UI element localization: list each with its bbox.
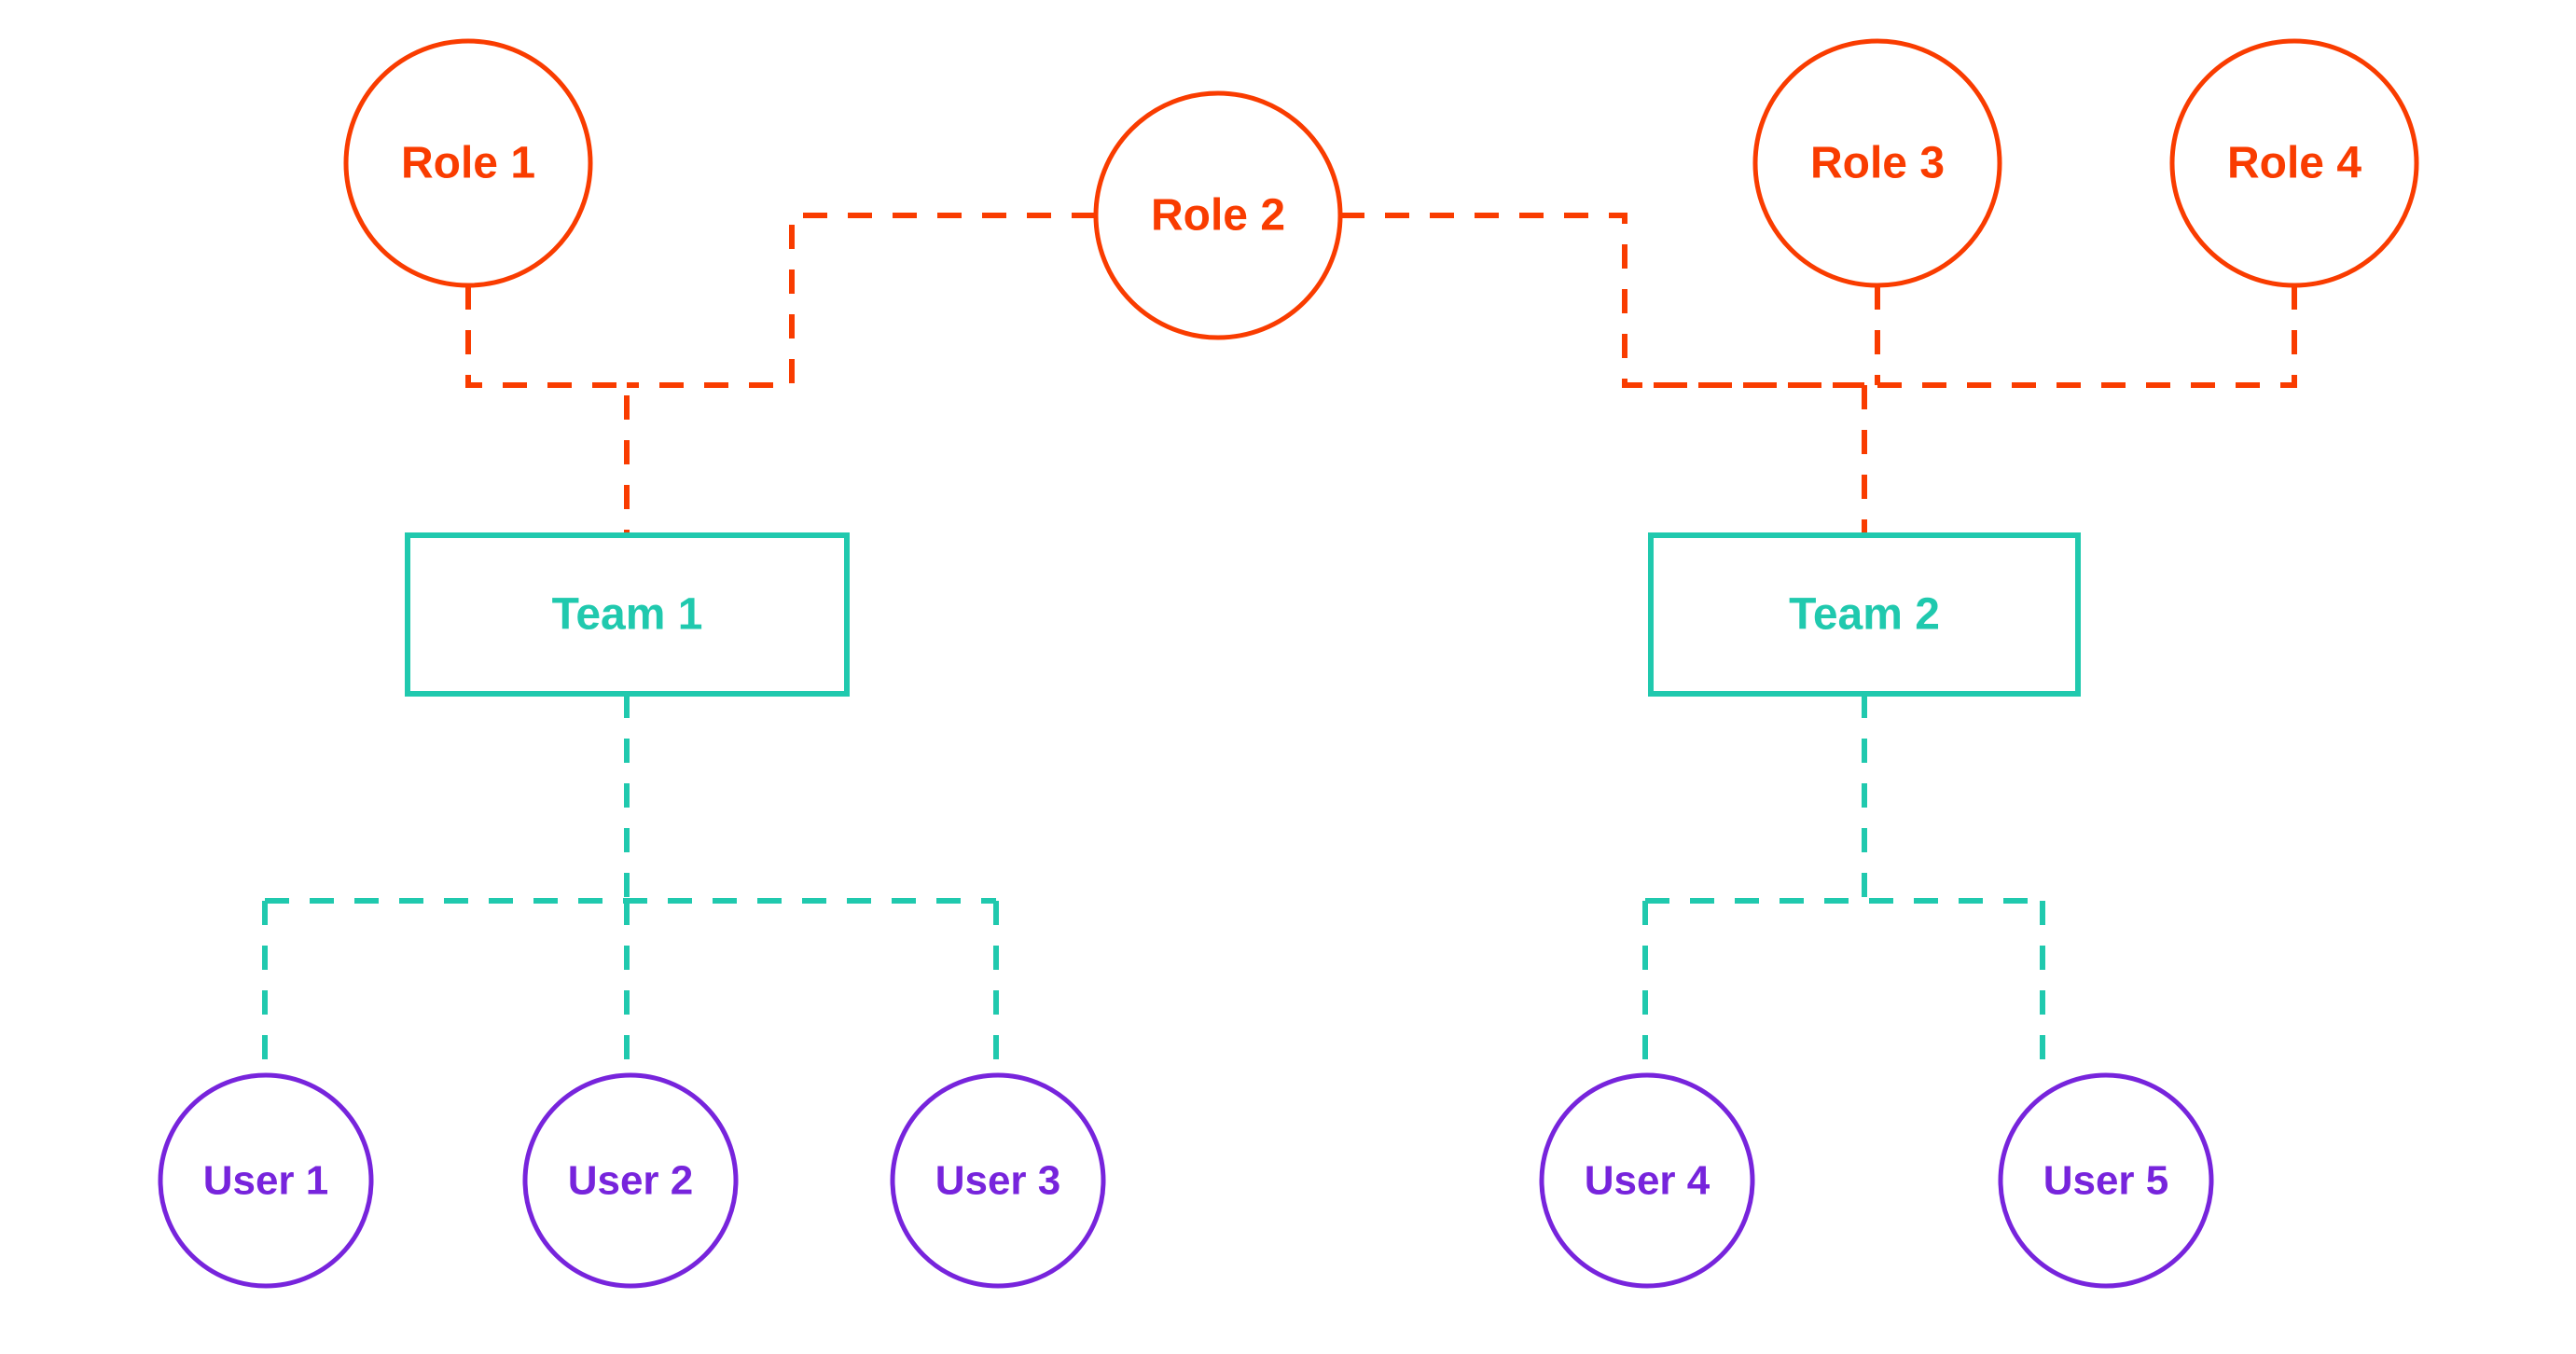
role-circle[interactable] [2169,38,2419,288]
edge-role2-to-team2 [1340,213,1864,388]
team-box[interactable] [405,532,850,697]
role-circle[interactable] [343,38,593,288]
edge-team2-to-users [1642,694,2045,1075]
user-circle[interactable] [1998,1072,2214,1289]
user-node-user4[interactable] [1539,1072,1755,1289]
team-label-team2: Team 2 [1789,590,1940,640]
edge-role2-to-team1 [627,213,1096,388]
role-circle[interactable] [1752,38,2002,288]
user-label-user5: User 5 [2043,1158,2169,1204]
role-node-role4[interactable] [2169,38,2419,288]
role-node-role2[interactable] [1093,90,1343,340]
user-node-user5[interactable] [1998,1072,2214,1289]
edge-role1-to-team1 [465,285,630,535]
user-label-user1: User 1 [203,1158,329,1204]
user-node-user3[interactable] [890,1072,1106,1289]
user-circle[interactable] [890,1072,1106,1289]
role-circle[interactable] [1093,90,1343,340]
role-label-role4: Role 4 [2227,139,2361,188]
role-label-role2: Role 2 [1151,191,1285,241]
role-node-role1[interactable] [343,38,593,288]
user-label-user2: User 2 [568,1158,694,1204]
edge-layer [262,213,2297,1075]
user-circle[interactable] [1539,1072,1755,1289]
edge-team1-to-users [262,694,999,1075]
node-layer: Role 1 Role 2 Role 3 Role 4 Team 1 Team 2 User… [158,38,2419,1289]
user-circle[interactable] [158,1072,374,1289]
role-label-role1: Role 1 [401,139,535,188]
user-node-user1[interactable] [158,1072,374,1289]
team-label-team1: Team 1 [552,590,703,640]
team-box[interactable] [1648,532,2081,697]
role-label-role3: Role 3 [1810,139,1945,188]
user-circle[interactable] [522,1072,739,1289]
team-node-team2[interactable] [1648,532,2081,697]
team-node-team1[interactable] [405,532,850,697]
user-node-user2[interactable] [522,1072,739,1289]
role-node-role3[interactable] [1752,38,2002,288]
edge-role4-to-team2 [1625,285,2297,388]
user-label-user3: User 3 [935,1158,1061,1204]
user-label-user4: User 4 [1585,1158,1710,1204]
